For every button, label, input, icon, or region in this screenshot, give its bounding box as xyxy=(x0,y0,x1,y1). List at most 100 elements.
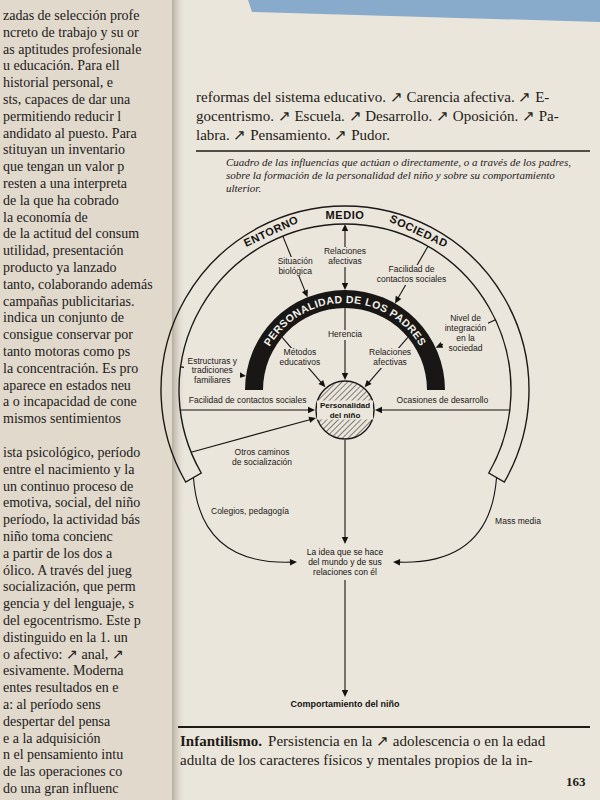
connector xyxy=(180,407,315,413)
page-text: distinguido en la 1. un xyxy=(3,630,128,646)
page-text: gencia y del lenguaje, s xyxy=(3,596,134,612)
entry-heading: Infantilismo. xyxy=(180,733,262,750)
page-text: de las operaciones co xyxy=(3,764,122,780)
page-text: período, la actividad bás xyxy=(3,512,140,528)
edge-label: Otros caminos de socialización xyxy=(229,448,294,468)
rule xyxy=(178,726,590,728)
connector-line xyxy=(193,478,291,563)
page-text: ista psicológico, período xyxy=(3,445,140,461)
arrowhead xyxy=(342,373,348,380)
text-node: La idea que se hace del mundo y de sus r… xyxy=(299,545,391,579)
page-text: utilidad, presentación xyxy=(3,243,124,259)
edge-label: Facilidad de contactos sociales xyxy=(189,396,307,406)
child-circle: Personalidad del niño xyxy=(315,380,375,440)
arrowhead xyxy=(342,537,348,544)
page-text: producto ya lanzado xyxy=(3,260,117,276)
page-text: la economía de xyxy=(3,210,88,226)
page-text: niño toma concienc xyxy=(3,529,113,545)
page-text: socialización, que perm xyxy=(3,579,136,595)
page-text: u educación. Para ell xyxy=(3,58,120,74)
page-text: ólico. A través del jueg xyxy=(3,563,132,579)
arrowhead xyxy=(393,559,400,565)
edge-label: Métodos educativos xyxy=(278,348,322,368)
page-text: permitiendo reducir l xyxy=(3,109,121,125)
text-node: Comportamiento del niño xyxy=(288,698,403,711)
body-text: labra. ↗ Pensamiento. ↗ Pudor. xyxy=(196,127,390,144)
arrowhead xyxy=(308,417,316,423)
rule xyxy=(196,150,590,152)
page-text: del egocentrismo. Este p xyxy=(3,613,141,629)
ring-band xyxy=(161,206,529,482)
page-text: stituyan un inventario xyxy=(3,142,125,158)
page-text: as aptitudes profesionale xyxy=(3,42,141,58)
arrowhead xyxy=(302,290,308,298)
arrowhead xyxy=(375,407,382,413)
page-text: consigue conservar por xyxy=(3,327,133,343)
page-text: ncreto de trabajo y su or xyxy=(3,25,139,41)
caption: Cuadro de las influencias que actúan o d… xyxy=(226,156,588,195)
connector xyxy=(393,478,497,566)
arch-label: PERSONALIDAD DE LOS PADRES xyxy=(261,293,429,348)
connector-line xyxy=(180,409,309,410)
page-text: resten a una interpreta xyxy=(3,176,127,192)
page-text: n el pensamiento intu xyxy=(3,747,123,763)
page-number: 163 xyxy=(566,774,586,790)
body-text: Persistencia en la ↗ adolescencia o en l… xyxy=(268,733,545,750)
edge-label: Relaciones afectivas xyxy=(322,247,368,267)
arrowhead xyxy=(342,224,348,231)
page-text: de la que ha cobrado xyxy=(3,193,119,209)
page-text: campañas publicitarias. xyxy=(3,294,134,310)
node-text: Personalidad del niño xyxy=(317,401,373,420)
page-text: tanto, colaborando además xyxy=(3,277,153,293)
body-text: gocentrismo. ↗ Escuela. ↗ Desarrollo. ↗ … xyxy=(196,108,559,125)
edge-label: Situación biológica xyxy=(275,257,315,277)
node-text: La idea que se hace del mundo y de sus r… xyxy=(299,545,391,579)
page-text: mismos sentimientos xyxy=(3,411,121,427)
connector xyxy=(193,478,297,566)
page-text: de la actitud del consum xyxy=(3,226,139,242)
edge-label: Ocasiones de desarrollo xyxy=(397,396,489,406)
body-text: adulta de los caracteres físicos y menta… xyxy=(180,752,532,769)
page-text: o afectivo: ↗ anal, ↗ xyxy=(3,647,124,663)
connector xyxy=(191,417,316,452)
page-text: emotiva, social, del niño xyxy=(3,495,140,511)
node-text: Comportamiento del niño xyxy=(288,698,403,711)
right-page xyxy=(172,0,600,800)
arrowhead xyxy=(395,296,401,304)
arch-label-path: PERSONALIDAD DE LOS PADRES xyxy=(261,293,429,348)
connector-line xyxy=(344,440,345,538)
page-text: esivamente. Moderna xyxy=(3,663,124,679)
page-text: aparece en estados neu xyxy=(3,378,131,394)
child-circle xyxy=(316,381,374,439)
page-text: sts, capaces de dar una xyxy=(3,92,130,108)
edge-label: Facilidad de contactos sociales xyxy=(376,265,448,285)
arrowhead xyxy=(342,283,348,290)
arch-outline: PERSONALIDAD DE LOS PADRES xyxy=(245,290,445,390)
page-text: indica un conjunto de xyxy=(3,310,124,326)
connector-line xyxy=(381,409,510,410)
page-text: a o incapacidad de cone xyxy=(3,394,137,410)
page-text: tanto motoras como ps xyxy=(3,344,130,360)
arch-band xyxy=(245,290,445,390)
page-text: un continuo proceso de xyxy=(3,479,133,495)
body-text: reformas del sistema educativo. ↗ Carenc… xyxy=(196,89,549,106)
ring-word: SOCIEDAD xyxy=(388,213,450,250)
left-page xyxy=(0,0,172,800)
edge-label: Nivel de integración en la sociedad xyxy=(443,314,488,353)
page-text: que tengan un valor p xyxy=(3,159,124,175)
connector-line xyxy=(344,308,345,374)
connector xyxy=(342,440,348,544)
page-text: la concentración. Es pro xyxy=(3,361,138,377)
connector xyxy=(342,580,348,697)
arrowhead xyxy=(365,380,372,387)
edge-label: Relaciones afectivas xyxy=(367,348,413,368)
arrowhead xyxy=(290,559,297,565)
page-text: do una gran influenc xyxy=(3,781,118,797)
page-text: entre el nacimiento y la xyxy=(3,462,134,478)
edge-label: Mass media xyxy=(495,517,541,527)
connector xyxy=(342,308,348,380)
connector-line xyxy=(399,478,497,563)
page-text: e a la adquisición xyxy=(3,731,101,747)
